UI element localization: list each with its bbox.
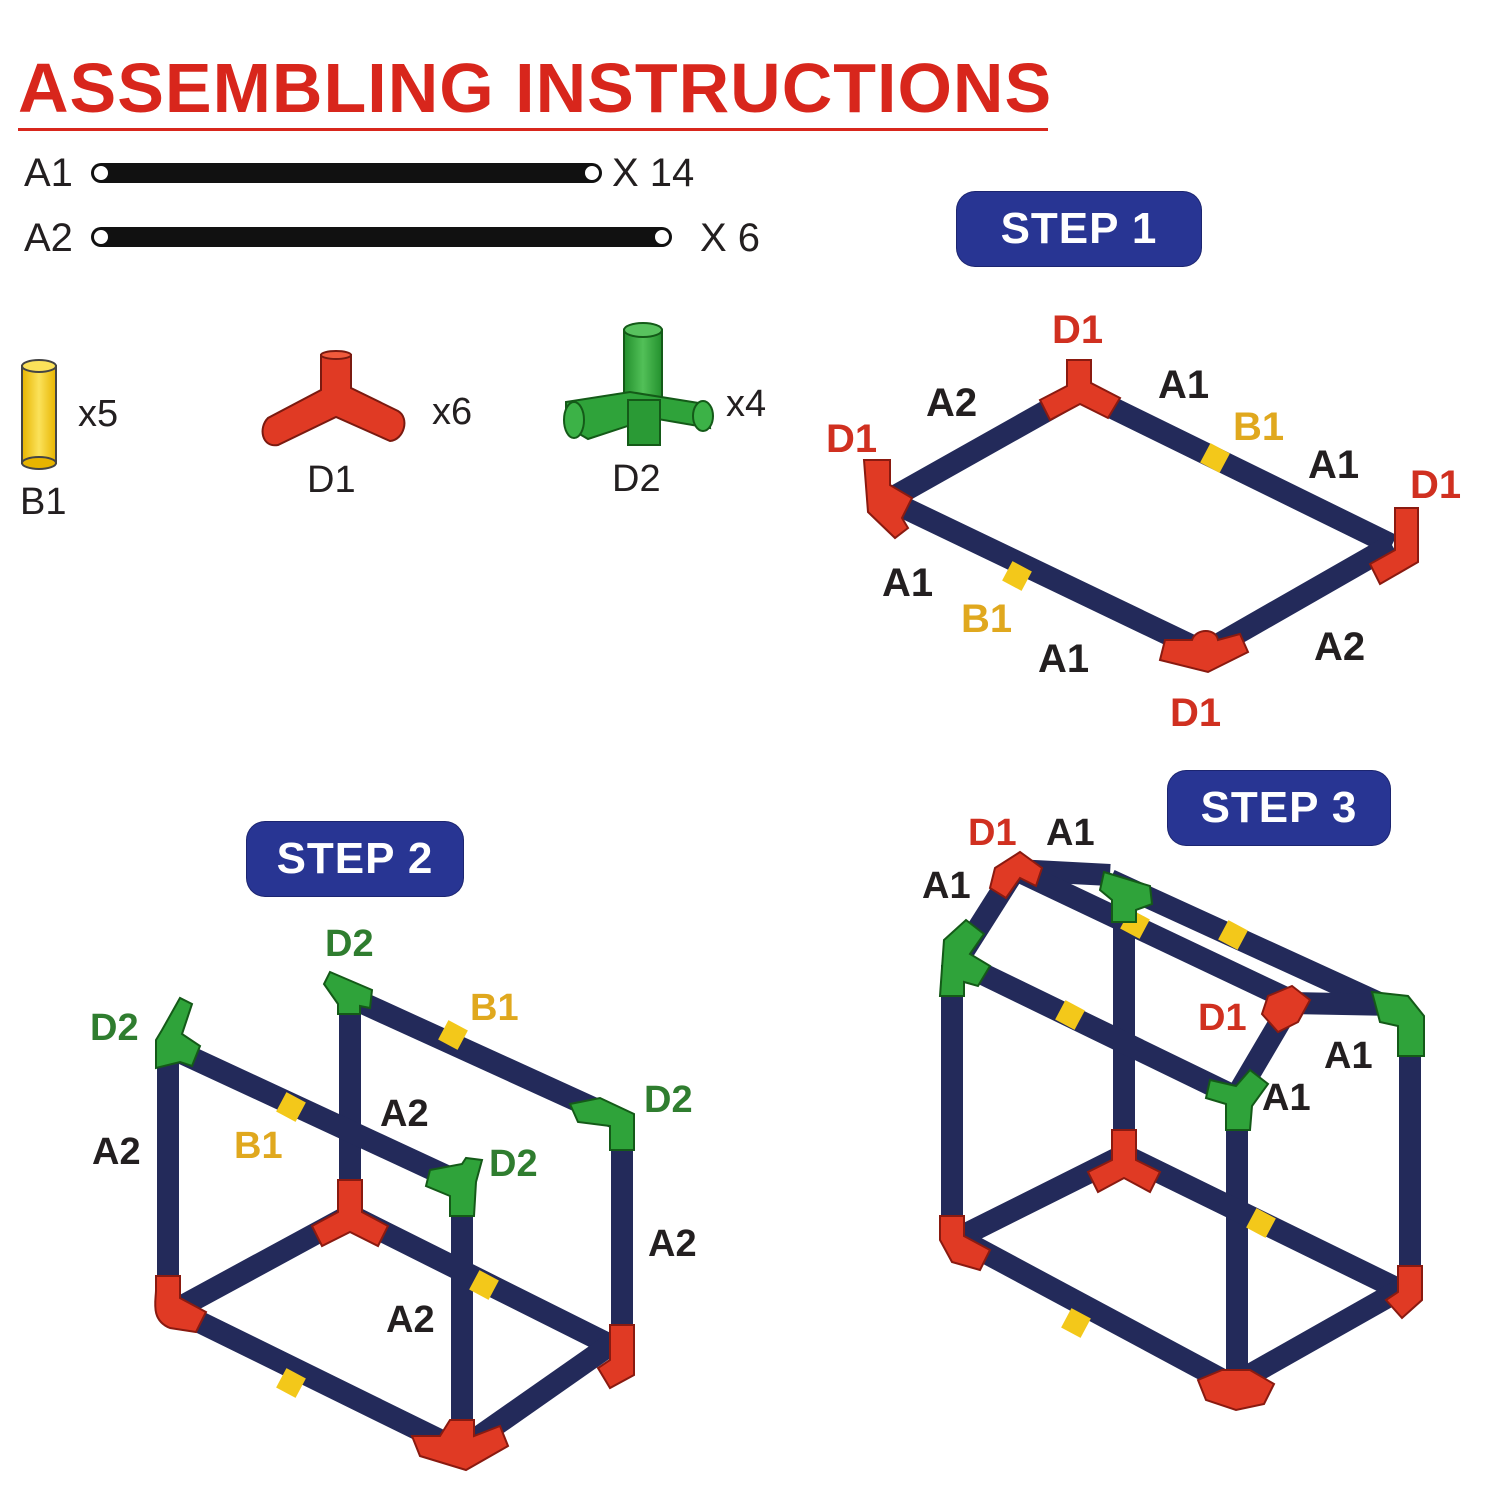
connector-d1-code: D1 — [307, 459, 356, 501]
step-2-tubes — [157, 984, 633, 1460]
step-2-label-d2-center: D2 — [489, 1143, 538, 1185]
step-1-label-a1-top-right: A1 — [1158, 363, 1209, 407]
rod-a1-row: A1 X 14 — [24, 151, 694, 195]
step-1-labels: D1 A2 A1 B1 A1 D1 D1 A1 B1 A1 A2 D1 — [826, 308, 1461, 735]
step-3-d2-connectors — [938, 870, 1425, 1131]
step-2-d1-connectors — [154, 1179, 635, 1472]
step-2-label-a2-bottom: A2 — [386, 1299, 435, 1341]
step-3-diagram: D1 A1 A1 D1 A1 A1 — [922, 812, 1425, 1412]
step-2-label-d2-top: D2 — [325, 923, 374, 965]
connector-d2-part: x4 D2 — [563, 322, 766, 500]
step-1-label-a1-right: A1 — [1308, 443, 1359, 487]
connector-d2-quantity: x4 — [726, 383, 766, 425]
rod-a1-quantity: X 14 — [612, 151, 694, 195]
step-1-label-d1-bottom: D1 — [1170, 691, 1221, 735]
step-1-label-b1-bottom: B1 — [961, 597, 1012, 641]
rod-a1-end-right — [583, 164, 601, 182]
step-2-label-a2-left: A2 — [92, 1131, 141, 1173]
step-2-label-d2-right: D2 — [644, 1079, 693, 1121]
step-1-label-b1-top: B1 — [1233, 405, 1284, 449]
step-1-label-a2-top-left: A2 — [926, 381, 977, 425]
three-way-elbow-icon — [261, 350, 406, 447]
step-3-b1-connectors — [1055, 909, 1276, 1338]
rod-a2-end-right — [653, 228, 671, 246]
rod-a2-end-left — [92, 228, 110, 246]
step-3-label-a1-top: A1 — [1046, 812, 1095, 854]
step-1-diagram: D1 A2 A1 B1 A1 D1 D1 A1 B1 A1 A2 D1 — [826, 308, 1461, 735]
rod-a2-row: A2 X 6 — [24, 216, 760, 260]
connector-b1-code: B1 — [20, 481, 66, 523]
step-2-badge: STEP 2 — [247, 822, 463, 896]
step-2-d2-connectors — [155, 970, 635, 1217]
rod-a2-code: A2 — [24, 216, 73, 260]
step-3-tubes — [941, 859, 1421, 1395]
rod-a1-code: A1 — [24, 151, 73, 195]
step-1-b1-connectors — [1002, 443, 1230, 591]
rod-a2-quantity: X 6 — [700, 216, 760, 260]
step-2-diagram: D2 D2 B1 D2 A2 A2 B1 D2 A2 A2 — [90, 923, 697, 1472]
step-3-labels: D1 A1 A1 D1 A1 A1 — [922, 812, 1373, 1119]
page-title: ASSEMBLING INSTRUCTIONS — [18, 49, 1053, 127]
step-2-label-a2-center: A2 — [380, 1093, 429, 1135]
step-3-label-d1-right: D1 — [1198, 997, 1247, 1039]
step-1-label-d1-right: D1 — [1410, 463, 1461, 507]
step-3-d1-connectors — [939, 850, 1423, 1412]
step-2-label-a2-right: A2 — [648, 1223, 697, 1265]
step-1-d1-connectors — [862, 359, 1419, 674]
step-3-label-a1-left: A1 — [922, 865, 971, 907]
four-way-connector-icon — [563, 322, 714, 446]
step-2-label-b1-left: B1 — [234, 1125, 283, 1167]
straight-connector-icon — [21, 359, 57, 470]
step-3-label-d1-top: D1 — [968, 812, 1017, 854]
step-1-badge: STEP 1 — [957, 192, 1201, 266]
step-3-label-a1-center: A1 — [1262, 1077, 1311, 1119]
connector-d1-quantity: x6 — [432, 391, 472, 433]
step-1-label-d1-left: D1 — [826, 417, 877, 461]
step-1-label-a1-left: A1 — [882, 561, 933, 605]
connector-d2-code: D2 — [612, 458, 661, 500]
page-title-container: ASSEMBLING INSTRUCTIONS — [18, 48, 1053, 131]
step-2-labels: D2 D2 B1 D2 A2 A2 B1 D2 A2 A2 — [90, 923, 697, 1341]
step-3-label-a1-right: A1 — [1324, 1035, 1373, 1077]
step-2-label-d2-left: D2 — [90, 1007, 139, 1049]
step-1-label-a1-bottom: A1 — [1038, 637, 1089, 681]
step-1-label-a2-bottom-right: A2 — [1314, 625, 1365, 669]
connector-d1-part: x6 D1 — [261, 350, 472, 501]
connector-b1-quantity: x5 — [78, 393, 118, 435]
rod-a1-end-left — [92, 164, 110, 182]
step-2-b1-connectors — [276, 1020, 499, 1398]
connector-b1-part: x5 B1 — [20, 359, 118, 523]
step-3-badge: STEP 3 — [1168, 771, 1390, 845]
step-1-label-d1-top: D1 — [1052, 308, 1103, 352]
step-2-label-b1-top: B1 — [470, 987, 519, 1029]
